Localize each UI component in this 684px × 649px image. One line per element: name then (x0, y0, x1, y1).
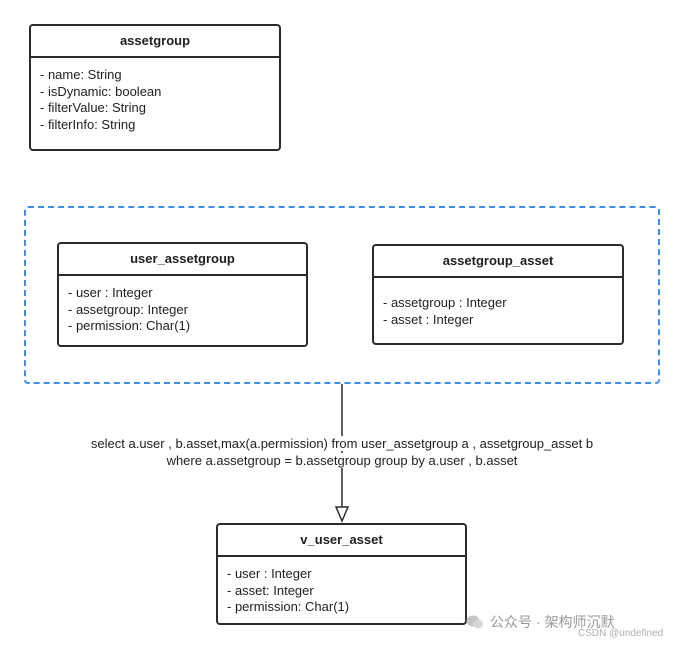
class-title: v_user_asset (218, 525, 465, 557)
wechat-icon (466, 615, 483, 629)
attribute: - user : Integer (227, 566, 312, 581)
watermark: 公众号 · 架构师沉默 (466, 612, 614, 632)
grouping-frame[interactable] (24, 206, 660, 384)
attribute: - filterInfo: String (40, 116, 136, 132)
attribute: - isDynamic: boolean (40, 83, 162, 99)
class-title: assetgroup_asset (374, 246, 622, 278)
attribute: - asset : Integer (383, 311, 474, 327)
attribute: - assetgroup: Integer (68, 301, 188, 317)
csdn-watermark: CSDN @undefined (578, 628, 664, 639)
watermark-text: 公众号 · 架构师沉默 (490, 614, 615, 630)
sql-label: select a.user , b.asset,max(a.permission… (0, 436, 684, 469)
class-title: user_assetgroup (59, 244, 306, 276)
class-title: assetgroup (31, 26, 279, 58)
attribute: - assetgroup : Integer (383, 295, 507, 310)
class-assetgroup-asset[interactable]: assetgroup_asset - assetgroup : Integer … (372, 244, 624, 345)
attribute: - permission: Char(1) (227, 599, 350, 614)
class-user-assetgroup[interactable]: user_assetgroup - user : Integer - asset… (57, 242, 308, 347)
attribute: - asset: Integer (227, 582, 314, 598)
class-attributes: - name: String - isDynamic: boolean - fi… (31, 58, 279, 133)
attribute: - user : Integer (68, 285, 153, 300)
arrowhead-icon (334, 506, 350, 523)
attribute: - filterValue: String (40, 100, 146, 115)
class-assetgroup[interactable]: assetgroup - name: String - isDynamic: b… (29, 24, 281, 151)
class-attributes: - user : Integer - assetgroup: Integer -… (59, 276, 306, 335)
attribute: - name: String (40, 67, 122, 82)
sql-line-1: select a.user , b.asset,max(a.permission… (90, 436, 594, 451)
class-attributes: - user : Integer - asset: Integer - perm… (218, 557, 465, 616)
class-v-user-asset[interactable]: v_user_asset - user : Integer - asset: I… (216, 523, 467, 625)
sql-line-2: where a.assetgroup = b.assetgroup group … (166, 452, 518, 468)
class-attributes: - assetgroup : Integer - asset : Integer (374, 278, 622, 328)
attribute: - permission: Char(1) (68, 318, 191, 333)
